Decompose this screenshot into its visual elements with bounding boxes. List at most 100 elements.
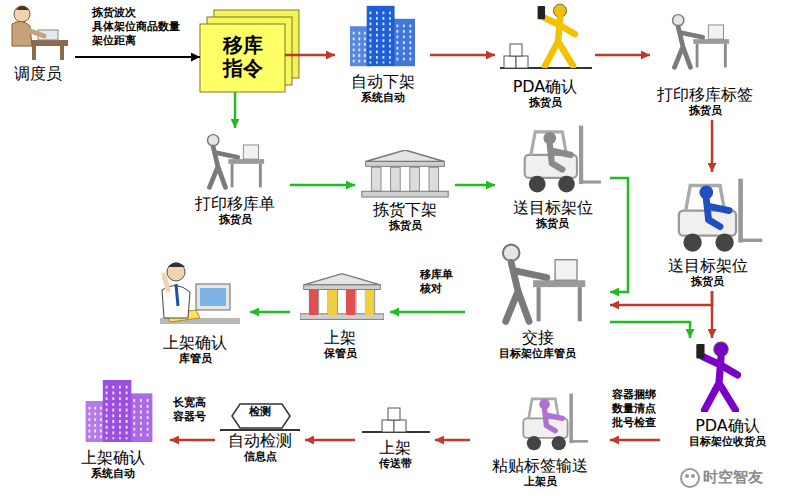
node-sublabel: 保管员 [324, 347, 357, 360]
node-label: PDA确认 [695, 416, 760, 435]
pallet-boxes-part [516, 56, 528, 68]
flow-arrow [170, 439, 215, 442]
node-sublabel: 自动检测 [228, 431, 292, 450]
node-label: 粘贴标签输送 [492, 456, 588, 475]
dispatcher-figure [12, 6, 68, 60]
node-label: 上架确认 [81, 448, 145, 467]
edge-label-box: 容器捆绑 数量清点 批号检查 [612, 388, 658, 429]
clerk-at-computer-part [167, 263, 185, 281]
dispatcher-node: 调度员 [0, 2, 75, 90]
flow-arrow [435, 439, 470, 442]
node-label: 检测 [249, 405, 271, 418]
colored-warehouse-part [365, 290, 374, 315]
colored-warehouse-part [328, 290, 337, 315]
edge-label-box: 移库单 核对 [420, 268, 460, 296]
flow-arrow [390, 311, 465, 314]
flow-arrow [250, 311, 290, 314]
node-label: 调度员 [14, 64, 62, 83]
dispatcher-figure-part [28, 30, 44, 36]
process-node: 拣货下架拣货员 [355, 148, 455, 235]
conveyor-boxes-part [394, 420, 406, 432]
colored-warehouse-part [309, 290, 318, 315]
node-label: 打印移库单 [195, 194, 275, 213]
warehouse-icon [362, 150, 448, 197]
process-node: 送目标架位拣货员 [495, 118, 610, 235]
node-label: 交接 [522, 328, 554, 347]
watermark-box: 时空智友 [703, 468, 763, 487]
clerk-at-computer-part [168, 263, 185, 268]
dispatcher-figure-part [12, 21, 32, 46]
dispatcher-figure-part [28, 40, 68, 46]
node-label: 移库指令 [222, 34, 264, 80]
dispatcher-figure-part [14, 6, 30, 22]
process-node: PDA确认目标架位收货员 [660, 338, 795, 463]
watermark-logo-part [691, 474, 695, 478]
print-worker-icon [673, 15, 730, 68]
colored-warehouse-part [346, 290, 355, 315]
process-node: 上架传送带 [355, 398, 435, 478]
node-label: 自动下架 [351, 72, 415, 91]
conveyor-boxes [362, 408, 430, 432]
node-sublabel: 上架员 [524, 475, 557, 488]
node-sublabel: 拣货员 [536, 217, 569, 230]
node-label: 上架 [379, 438, 411, 457]
flow-arrow [711, 120, 714, 172]
process-node: 上架确认系统自动 [55, 378, 170, 490]
pda-receiver-icon [696, 342, 737, 410]
colored-warehouse [300, 274, 384, 320]
node-sublabel: 拣货员 [529, 96, 562, 109]
process-node: 交接目标架位库管员 [465, 238, 610, 370]
flow-arrow [610, 322, 690, 338]
flow-arrow [75, 56, 200, 58]
process-node: 打印移库单拣货员 [180, 128, 290, 233]
building-icon [86, 380, 153, 442]
pallet-boxes-part [504, 56, 516, 68]
process-node: PDA确认拣货员 [495, 5, 595, 112]
forklift-icon [679, 179, 762, 252]
process-node: 上架确认库管员 [140, 255, 250, 370]
dispatcher-figure-part [32, 46, 36, 60]
clerk-at-computer-part [164, 275, 168, 290]
node-sublabel: 目标架位库管员 [499, 347, 576, 360]
flow-arrow [711, 291, 714, 338]
node-sublabel: 信息点 [244, 450, 277, 463]
flow-arrow [430, 54, 495, 57]
forklift-icon [523, 394, 588, 451]
flow-arrow [234, 92, 237, 128]
watermark: 时空智友 [703, 468, 763, 487]
clerk-at-computer-part [200, 288, 226, 306]
flow-arrow [595, 54, 650, 57]
node-label: 上架确认 [163, 333, 227, 352]
process-node: 上架保管员 [290, 270, 390, 370]
conveyor-boxes-part [382, 420, 394, 432]
detector-symbol-part [220, 429, 300, 431]
watermark-logo-part [681, 469, 699, 487]
node-sublabel: 拣货员 [691, 275, 724, 288]
edge-label: 长宽高 容器号 [173, 396, 213, 424]
process-node: 检测自动检测信息点 [215, 398, 305, 483]
flow-arrow [290, 184, 355, 187]
node-label: 打印移库标签 [657, 85, 753, 104]
edge-label-box: 长宽高 容器号 [173, 396, 213, 424]
flow-arrow [610, 439, 660, 442]
instruction-documents-part [200, 24, 285, 92]
building-icon [350, 6, 415, 66]
node-label: 上架 [324, 328, 356, 347]
node-sublabel: 目标架位收货员 [689, 435, 766, 448]
forklift-icon [525, 126, 601, 193]
process-node: 送目标架位拣货员 [645, 172, 770, 291]
watermark-logo-part [685, 474, 689, 478]
node-sublabel: 系统自动 [91, 467, 135, 480]
edge-label: 拣货波次 具体架位商品数量 架位距离 [92, 6, 192, 47]
instruction-documents [200, 10, 299, 92]
node-sublabel: 拣货员 [389, 219, 422, 232]
edge-label: 移库单 核对 [420, 268, 460, 296]
node-label: 送目标架位 [513, 198, 593, 217]
watermark-logo [681, 469, 699, 487]
pallet-boxes-part [510, 44, 522, 56]
colored-warehouse-part [300, 274, 384, 320]
process-node: 粘贴标签输送上架员 [470, 388, 610, 498]
node-label: 送目标架位 [668, 256, 748, 275]
